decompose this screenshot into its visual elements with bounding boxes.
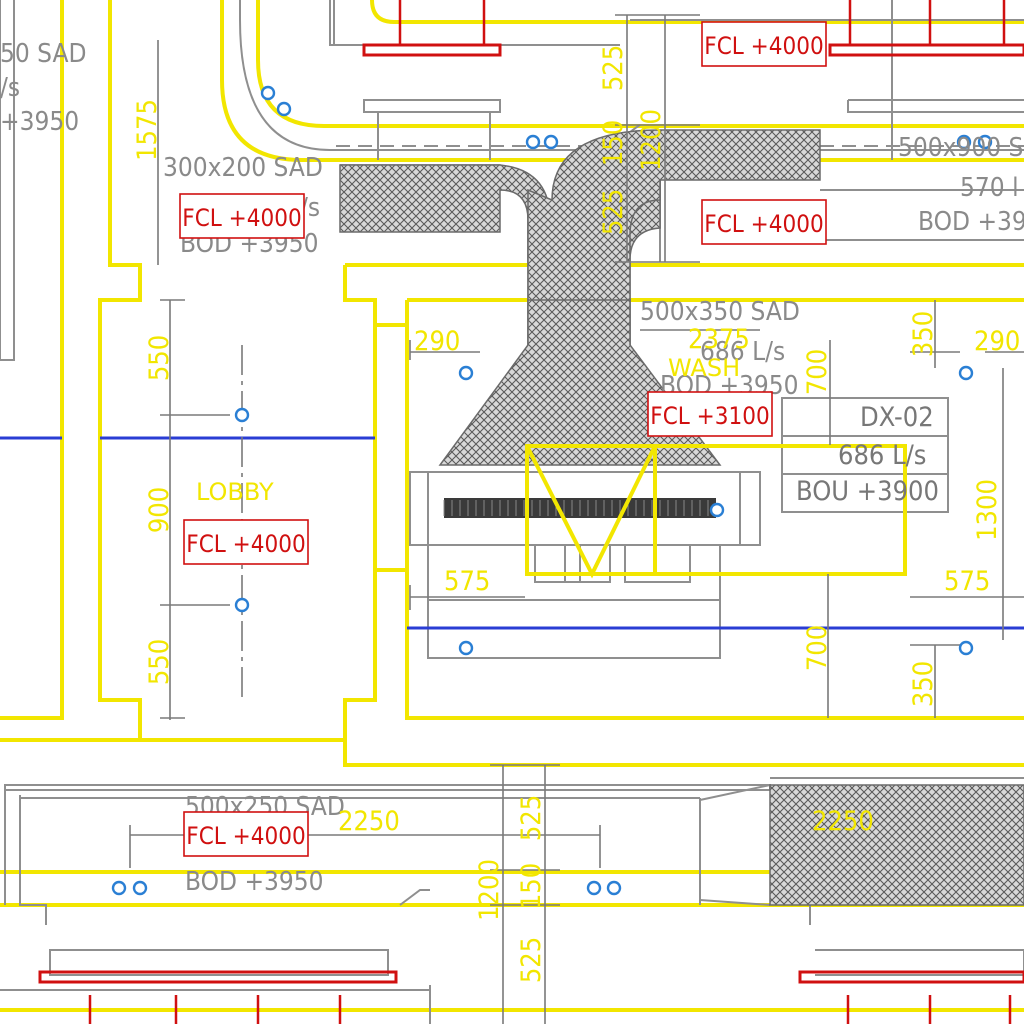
ceiling-level-tags: FCL +4000 FCL +4000 FCL +4000 FCL +3100 … (179, 21, 827, 857)
dim-1300: 1300 (972, 479, 1003, 541)
dim-700-bottom: 700 (802, 625, 833, 671)
dx-unit-flow: 686 L/s (838, 440, 926, 471)
dim-900: 900 (144, 487, 175, 533)
dim-1200-bottom: 1200 (474, 859, 505, 921)
red-markers (38, 0, 1024, 1024)
dim-350-top: 350 (908, 311, 939, 357)
unit-outline (525, 444, 907, 579)
duct-top-left-size: 300x200 SAD (163, 153, 323, 183)
duct-far-left-flow: /s (0, 73, 20, 103)
duct-wash-size: 500x350 SAD (640, 297, 800, 327)
duct-far-left-size: 50 SAD (0, 39, 87, 69)
dim-1200-top: 1200 (636, 109, 667, 171)
duct-top-right-size: 500x900 SA (898, 133, 1024, 163)
dimension-labels: 1575 525 150 1200 525 550 900 550 290 23… (132, 45, 1020, 983)
dim-525-top-b: 525 (598, 189, 629, 235)
fcl-tag-top-left: FCL +4000 (182, 204, 301, 232)
dim-350-bottom: 350 (908, 661, 939, 707)
dimension-lines (129, 14, 1024, 1024)
dx-unit-bou: BOU +3900 (796, 476, 939, 507)
dim-550-a: 550 (144, 335, 175, 381)
dim-525-bottom-a: 525 (516, 795, 547, 841)
fcl-tag-top-right: FCL +4000 (704, 32, 823, 60)
duct-corridor-bod: BOD +3950 (185, 867, 324, 897)
room-label-lobby: LOBBY (196, 478, 274, 506)
dim-525-top: 525 (598, 45, 629, 91)
dim-150-bottom: 150 (516, 863, 547, 909)
diffuser-points (111, 85, 993, 896)
dim-575-right: 575 (944, 566, 990, 597)
fcl-tag-wash: FCL +3100 (650, 402, 769, 430)
dim-290-right: 290 (974, 326, 1020, 357)
fcl-tag-mid-right: FCL +4000 (704, 210, 823, 238)
dim-700-top: 700 (802, 349, 833, 395)
room-labels: LOBBY WASH (196, 354, 740, 506)
room-label-wash: WASH (668, 354, 740, 382)
dim-290-left: 290 (414, 326, 460, 357)
dim-1575: 1575 (132, 99, 163, 161)
dim-2375: 2375 (688, 324, 750, 355)
fcl-tag-lobby: FCL +4000 (186, 530, 305, 558)
dim-575-left: 575 (444, 566, 490, 597)
duct-top-left-flow: /s (300, 193, 320, 223)
dim-2250-left: 2250 (338, 806, 400, 837)
blue-grid-lines (0, 436, 1024, 630)
dim-150-top: 150 (598, 120, 629, 166)
fcl-tag-corridor: FCL +4000 (186, 822, 305, 850)
dx-unit-name: DX-02 (860, 402, 934, 433)
dim-525-bottom-b: 525 (516, 937, 547, 983)
dx-unit-tag: DX-02 686 L/s BOU +3900 (796, 402, 939, 507)
dim-550-b: 550 (144, 639, 175, 685)
duct-top-right-bod: BOD +39 (918, 207, 1024, 237)
dim-2250-right: 2250 (812, 806, 874, 837)
duct-labels: 50 SAD /s +3950 300x200 SAD /s BOD +3950… (0, 39, 1024, 897)
duct-top-right-flow: 570 l (960, 173, 1019, 203)
duct-far-left-bod: +3950 (0, 107, 79, 137)
duct-wash-flow: 686 L/s (700, 337, 785, 367)
